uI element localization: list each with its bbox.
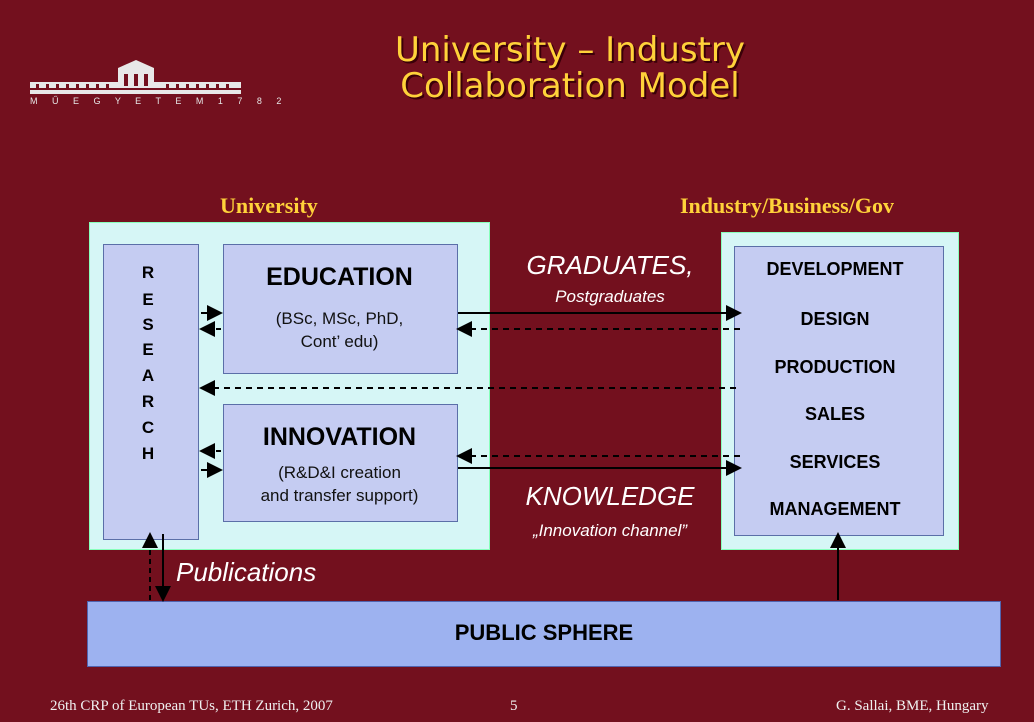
title-line-1: University – Industry <box>395 30 745 70</box>
innovation-channel-label: „Innovation channel” <box>532 521 688 540</box>
research-letter: E <box>142 290 154 309</box>
education-line-1: (BSc, MSc, PhD, <box>275 309 404 328</box>
industry-item: DESIGN <box>800 309 870 329</box>
innovation-title: INNOVATION <box>262 423 417 451</box>
innovation-line-1: (R&D&I creation <box>278 463 401 482</box>
research-letter: S <box>142 315 154 334</box>
university-building-logo <box>30 60 241 94</box>
knowledge-label: KNOWLEDGE <box>525 481 695 511</box>
publications-label: Publications <box>176 557 317 587</box>
research-letter: E <box>142 340 154 359</box>
logo-caption: M Ű E G Y E T E M 1 7 8 2 <box>30 96 288 106</box>
industry-inner-box <box>734 246 944 536</box>
industry-header: Industry/Business/Gov <box>680 193 894 218</box>
research-letter: A <box>141 366 155 385</box>
education-title: EDUCATION <box>266 263 413 291</box>
innovation-box <box>223 404 458 522</box>
industry-item: SERVICES <box>789 452 881 472</box>
industry-item: PRODUCTION <box>774 357 896 377</box>
innovation-line-2: and transfer support) <box>260 486 419 505</box>
research-letter: R <box>141 263 155 282</box>
industry-item: SALES <box>804 404 865 424</box>
public-sphere-label: PUBLIC SPHERE <box>454 620 634 645</box>
research-letter: C <box>141 418 155 437</box>
research-letter: R <box>141 392 155 411</box>
public-sphere-box: PUBLIC SPHERE <box>87 601 1001 667</box>
education-box <box>223 244 458 374</box>
slide-title: University – Industry Collaboration Mode… <box>270 32 870 104</box>
postgraduates-label: Postgraduates <box>555 287 665 306</box>
footer-author: G. Sallai, BME, Hungary <box>836 698 989 714</box>
research-letter: H <box>141 444 155 463</box>
education-line-2: Cont’ edu) <box>300 332 379 351</box>
industry-item: DEVELOPMENT <box>766 259 904 279</box>
footer-page-number: 5 <box>510 698 518 714</box>
title-line-2: Collaboration Model <box>400 66 740 106</box>
industry-item: MANAGEMENT <box>769 499 901 519</box>
research-column <box>103 244 199 540</box>
university-header: University <box>220 193 318 218</box>
graduates-label: GRADUATES, <box>526 250 694 280</box>
footer-conference: 26th CRP of European TUs, ETH Zurich, 20… <box>50 698 333 714</box>
